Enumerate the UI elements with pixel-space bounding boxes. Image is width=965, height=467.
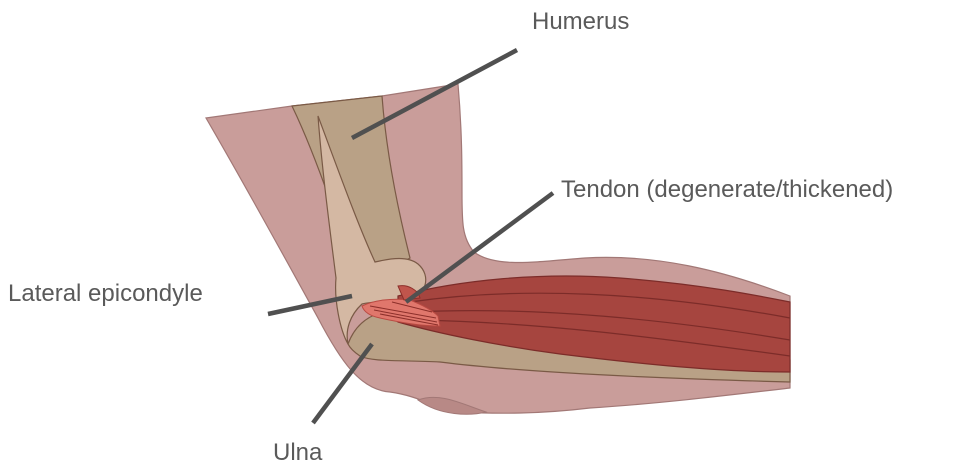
tendon-label: Tendon (degenerate/thickened) — [561, 178, 893, 202]
humerus-label: Humerus — [532, 10, 629, 34]
ulna-label: Ulna — [273, 441, 322, 465]
lateral-epicondyle-label: Lateral epicondyle — [8, 282, 203, 306]
